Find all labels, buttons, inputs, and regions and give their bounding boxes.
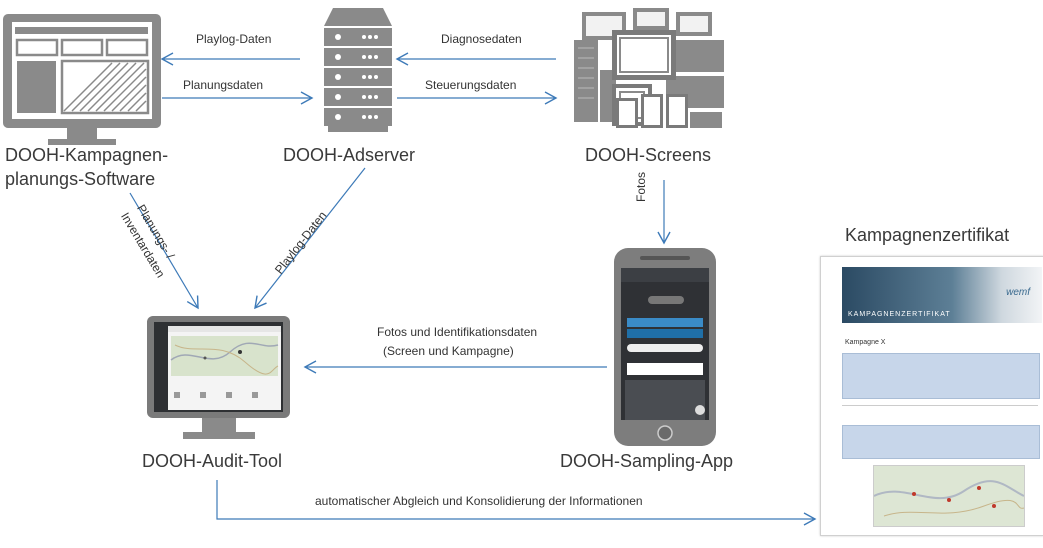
certificate-document: KAMPAGNENZERTIFIKAT wemf Kampagne X xyxy=(820,256,1043,536)
flow-label-abgleich: automatischer Abgleich und Konsolidierun… xyxy=(315,494,643,508)
certificate-header-title: KAMPAGNENZERTIFIKAT xyxy=(848,311,951,318)
flow-label-steuerungsdaten: Steuerungsdaten xyxy=(425,78,517,92)
arrow-abgleich-to-certificate xyxy=(216,480,817,526)
arrow-planung-to-audit xyxy=(129,192,199,310)
sampling-app-label: DOOH-Sampling-App xyxy=(560,451,734,471)
certificate-table-2 xyxy=(842,425,1040,459)
campaign-software-label-line2: planungs-Software xyxy=(5,169,156,189)
adserver-label: DOOH-Adserver xyxy=(283,145,416,165)
flow-label-planungsdaten: Planungsdaten xyxy=(183,78,264,92)
audit-tool-label: DOOH-Audit-Tool xyxy=(142,451,283,471)
certificate-table-1-row xyxy=(842,399,1038,406)
screens-label: DOOH-Screens xyxy=(585,145,712,165)
arrow-playlog-to-audit xyxy=(254,167,366,310)
wemf-logo: wemf xyxy=(1006,287,1030,298)
campaign-software-label-line1: DOOH-Kampagnen- xyxy=(5,145,169,165)
flow-label-diagnosedaten: Diagnosedaten xyxy=(441,32,522,46)
flow-label-playlog-top: Playlog-Daten xyxy=(196,32,272,46)
certificate-campaign-title: Kampagne X xyxy=(845,339,886,346)
flow-label-fotos-ident-2: (Screen und Kampagne) xyxy=(383,344,514,358)
flow-label-planungs-inventar: Planungs- / Inventardaten xyxy=(117,202,178,281)
flow-label-fotos-ident-1: Fotos und Identifikationsdaten xyxy=(377,325,538,339)
certificate-label: Kampagnenzertifikat xyxy=(845,225,1010,245)
certificate-map xyxy=(873,465,1025,527)
certificate-header: KAMPAGNENZERTIFIKAT wemf xyxy=(842,267,1042,323)
certificate-table-1 xyxy=(842,353,1040,399)
flow-label-fotos: Fotos xyxy=(634,171,648,202)
